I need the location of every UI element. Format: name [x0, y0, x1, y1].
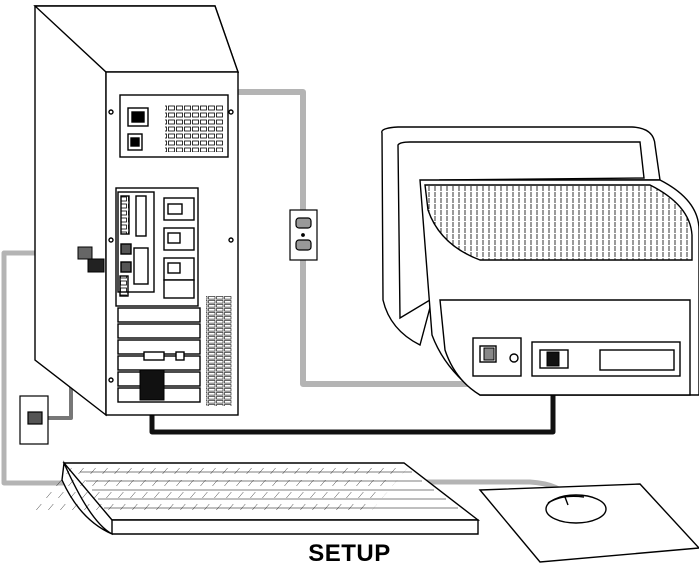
phone-jack-icon	[19, 395, 49, 445]
video-plug	[139, 369, 165, 401]
monitor-video-plug	[546, 351, 560, 367]
crt-monitor-icon	[381, 126, 699, 396]
monitor-power-plug	[483, 347, 495, 361]
mousepad-icon	[478, 483, 699, 563]
power-outlet-icon	[289, 209, 318, 261]
diagram-caption: SETUP	[308, 540, 391, 567]
phone-plug	[87, 258, 105, 273]
mouse-icon	[545, 494, 607, 524]
keyboard-icon	[32, 460, 481, 536]
keyboard-plug	[77, 246, 93, 260]
computer-tower-icon	[33, 5, 239, 417]
